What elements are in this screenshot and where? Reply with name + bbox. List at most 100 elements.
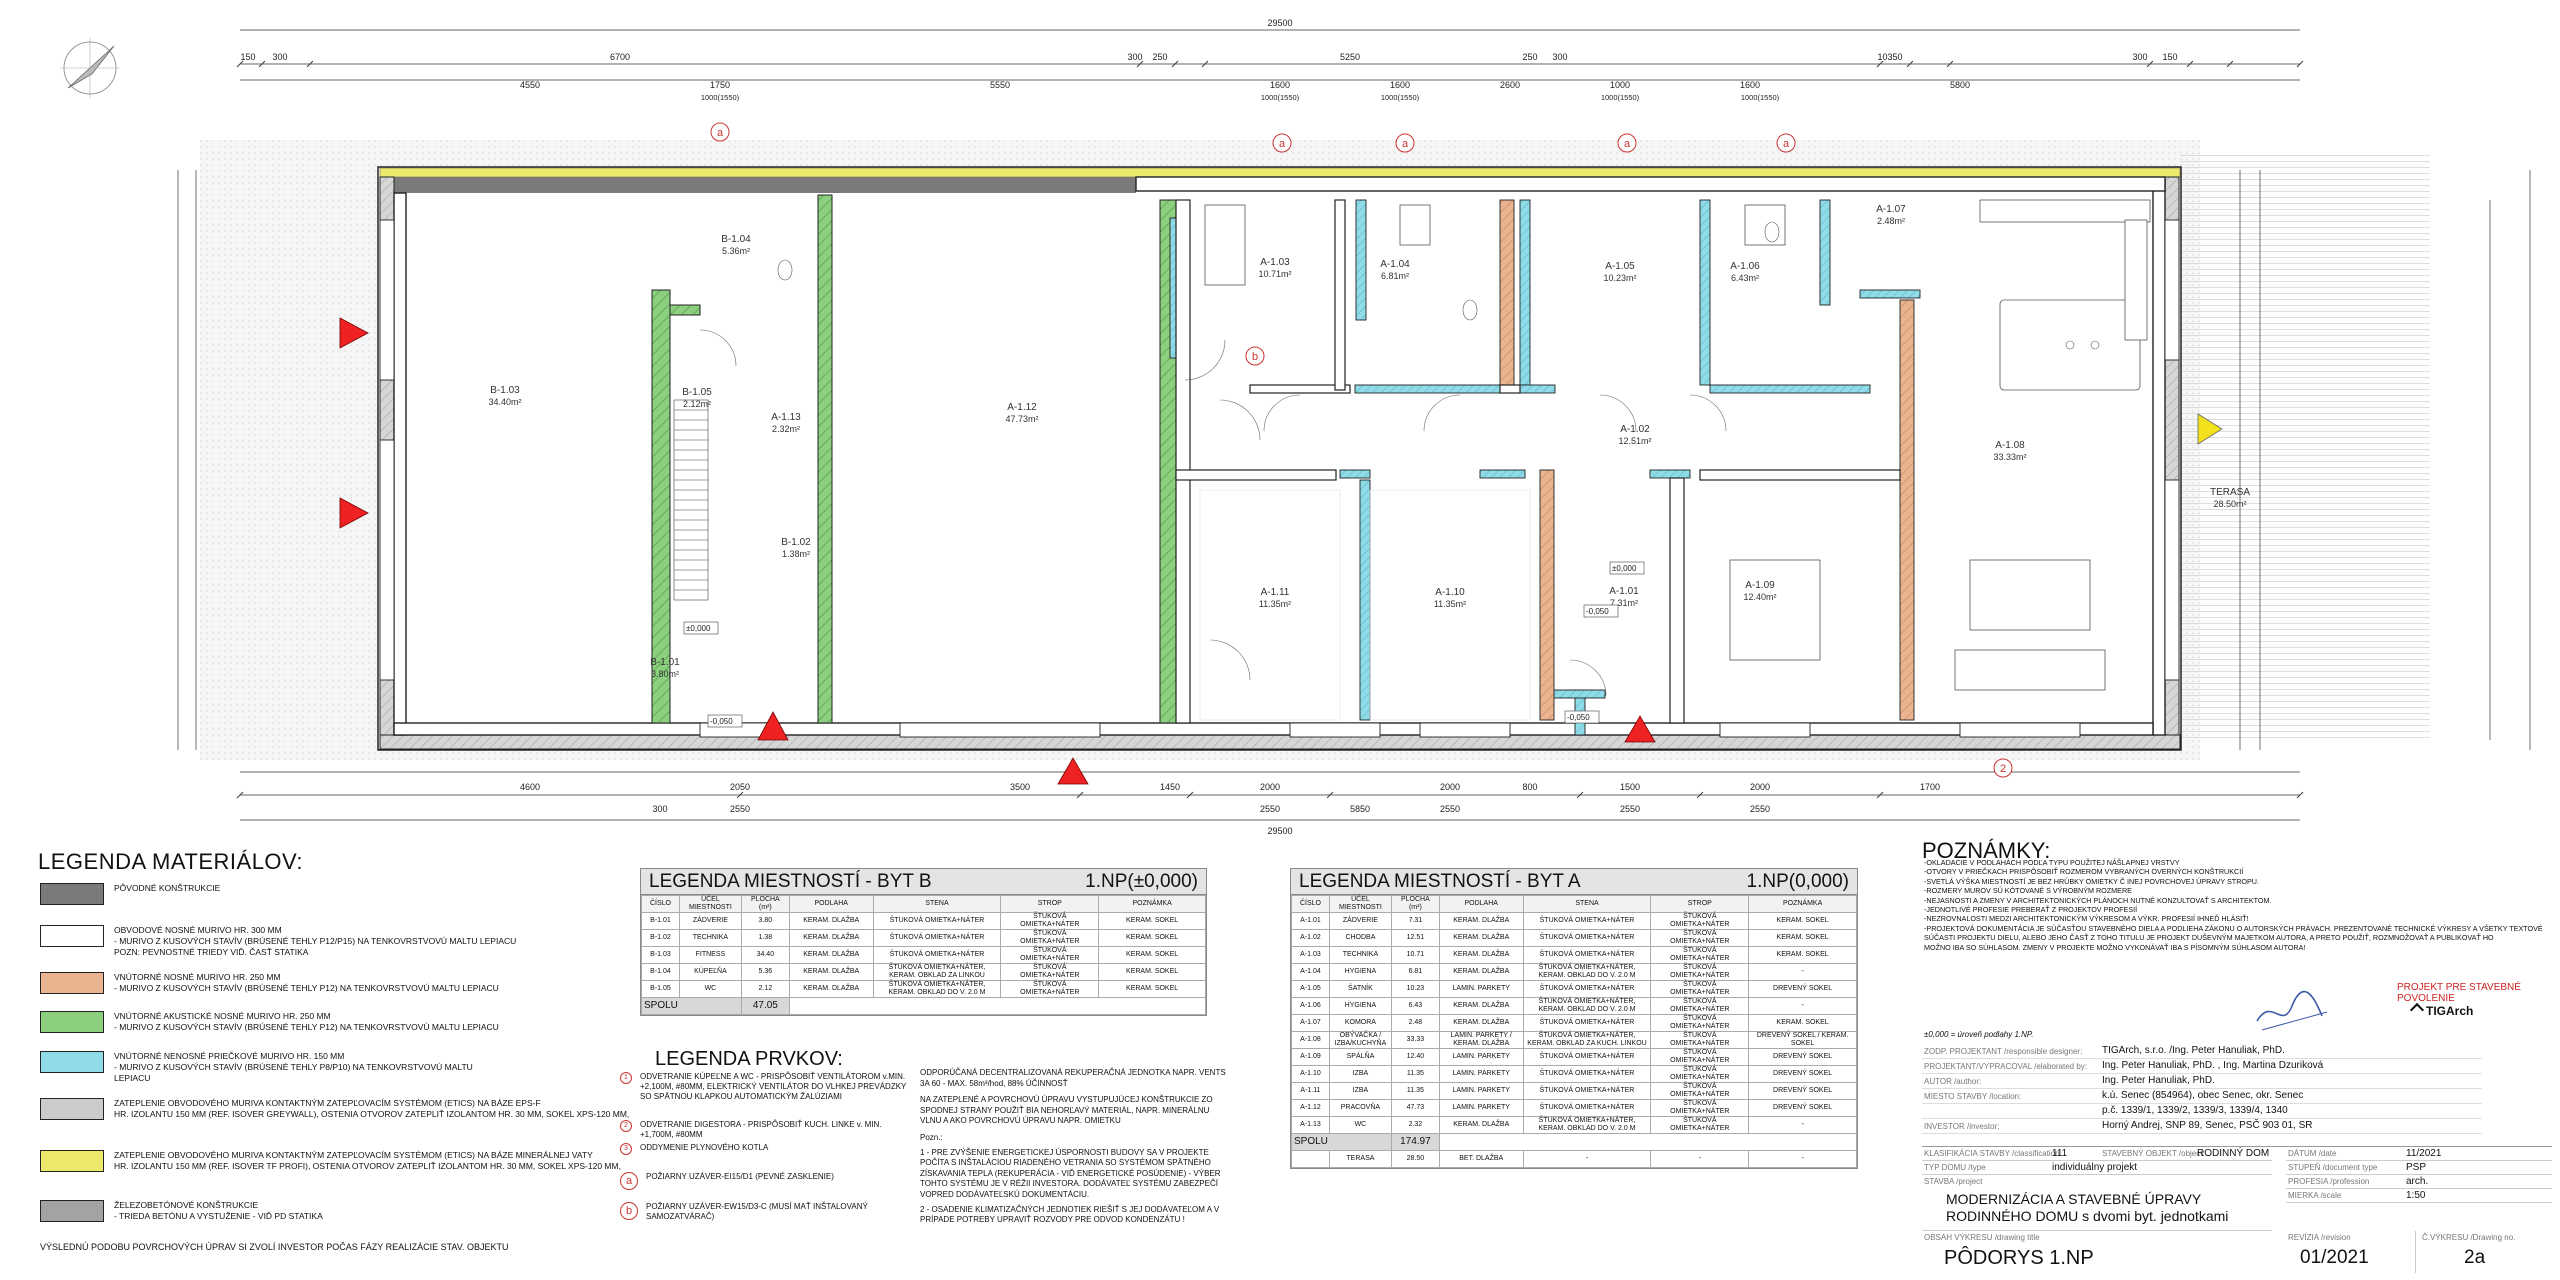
bottom-dimension-secondary: 2550	[1620, 804, 1640, 814]
material-line: VNÚTORNÉ AKUSTICKÉ NOSNÉ MURIVO HR. 250 …	[114, 1011, 331, 1021]
level-label: -0,050	[710, 717, 733, 726]
table-cell: ŠTUKOVÁ OMIETKA+NÁTER, KERAM. OBKLAD DO …	[872, 980, 1002, 998]
element-description: POŽIARNY UZÁVER-EI15/D1 (PEVNÉ ZASKLENIE…	[646, 1172, 834, 1181]
room-code: TERASA	[2210, 487, 2250, 498]
table-cell: ŠTUKOVÁ OMIETKA+NÁTER	[1522, 1099, 1652, 1117]
table-cell: TECHNIKA	[678, 929, 742, 947]
material-line: PÔVODNÉ KONŠTRUKCIE	[114, 883, 221, 893]
room-code: A-1.03	[1260, 257, 1290, 268]
table-header-cell: STROP	[1650, 895, 1750, 913]
element-description: ODDYMENIE PLYNOVÉHO KOTLA	[640, 1143, 769, 1152]
top-dimension-secondary: 1600	[1270, 80, 1290, 90]
element-mark-icon: a	[620, 1172, 638, 1190]
window	[2164, 219, 2180, 361]
table-cell: 5.36	[740, 963, 790, 981]
table-cell: LAMIN. PARKETY / KERAM. DLAŽBA	[1438, 1031, 1524, 1049]
type-value: individuálny projekt	[2052, 1162, 2138, 1173]
table-cell: KERAM. DLAŽBA	[788, 963, 874, 981]
room-area: 3.80m²	[651, 669, 679, 679]
element-mark-icon: 2	[620, 1120, 632, 1132]
room-area: 5.36m²	[722, 246, 750, 256]
table-cell: A-1.06	[1291, 997, 1330, 1015]
material-line: ZATEPLENIE OBVODOVÉHO MURIVA KONTAKTNÝM …	[114, 1098, 541, 1108]
top-dimension-secondary: 4550	[520, 80, 540, 90]
table-cell: 33.33	[1390, 1031, 1440, 1049]
element-legend-item: a POŽIARNY UZÁVER-EI15/D1 (PEVNÉ ZASKLENI…	[620, 1172, 910, 1190]
table-b-title: LEGENDA MIESTNOSTÍ - BYT B	[649, 870, 932, 892]
table-cell: ŠTUKOVÁ OMIETKA+NÁTER	[1522, 929, 1652, 947]
axis-mark-circle-icon	[1617, 133, 1637, 153]
material-swatch	[40, 1011, 104, 1033]
table-cell: LAMIN. PARKETY	[1438, 1065, 1524, 1083]
note-line: MOŽNO IBA SO SÚHLASOM. ZMENY V PROJEKTE …	[1924, 942, 2306, 952]
table-header-cell: ČÍSLO	[641, 895, 680, 913]
table-cell: ŠTUKOVÁ OMIETKA+NÁTER	[1522, 1065, 1652, 1083]
table-cell: 7.31	[1390, 912, 1440, 930]
table-cell: ŠTUKOVÁ OMIETKA+NÁTER	[1522, 1048, 1652, 1066]
material-line: VNÚTORNÉ NENOSNÉ PRIEČKOVÉ MURIVO HR. 15…	[114, 1051, 345, 1061]
title-block-label: ZODP. PROJEKTANT /responsible designer:	[1924, 1047, 2083, 1056]
bottom-dimension: 1700	[1920, 782, 1940, 792]
top-dimension: 150	[240, 52, 255, 62]
sum-value: 174.97	[1390, 1133, 1440, 1151]
title-block-value: k.ú. Senec (854964), obec Senec, okr. Se…	[2102, 1090, 2304, 1101]
top-dimension-secondary: 1600	[1390, 80, 1410, 90]
table-cell: ŠTUKOVÁ OMIETKA+NÁTER	[1650, 1116, 1750, 1134]
material-line: - TRIEDA BETÓNU A VYSTUŽENIE - VIĎ PD ST…	[114, 1211, 323, 1221]
window	[1419, 722, 1511, 738]
table-cell: 28.50	[1390, 1150, 1440, 1168]
bottom-dimension-secondary: 5850	[1350, 804, 1370, 814]
material-description: OBVODOVÉ NOSNÉ MURIVO HR. 300 MM- MURIVO…	[114, 925, 634, 958]
table-cell: HYGIENA	[1328, 963, 1392, 981]
top-dimension-secondary: 2600	[1500, 80, 1520, 90]
project-label: STAVBA /project	[1924, 1177, 1983, 1186]
room-area: 6.43m²	[1731, 273, 1759, 283]
table-cell: -	[1748, 1116, 1857, 1134]
note-line: -OTVORY V PRIEČKACH PRISPÔSOBIŤ ROZMEROM…	[1924, 867, 2244, 877]
table-cell: KERAM. DLAŽBA	[788, 929, 874, 947]
revision-value: 01/2021	[2300, 1247, 2369, 1268]
title-block-row: INVESTOR /investor:Horný Andrej, SNP 89,…	[1922, 1119, 2482, 1134]
level-label-box	[707, 714, 743, 728]
material-description: PÔVODNÉ KONŠTRUKCIE	[114, 883, 634, 894]
level-note: ±0,000 = úroveň podlahy 1.NP.	[1924, 1030, 2034, 1039]
doc-type-value: PSP	[2406, 1162, 2427, 1173]
room-area: 10.71m²	[1258, 269, 1291, 279]
table-cell: KERAM. SOKEL	[1098, 963, 1206, 981]
table-cell: A-1.12	[1291, 1099, 1330, 1117]
title-block-value: Horný Andrej, SNP 89, Senec, PSČ 903 01,…	[2102, 1120, 2313, 1131]
sum-label: SPOLU	[1291, 1133, 1392, 1151]
top-dimension: 300	[2132, 52, 2147, 62]
table-cell: ŠTUKOVÁ OMIETKA+NÁTER, KERAM. OBKLAD ZA …	[872, 963, 1002, 981]
top-dimension: 300	[272, 52, 287, 62]
table-cell: CHODBA	[1328, 929, 1392, 947]
date-label: DÁTUM /date	[2288, 1149, 2337, 1158]
room-code: A-1.02	[1620, 424, 1650, 435]
table-cell: 6.81	[1390, 963, 1440, 981]
table-cell: ŠTUKOVÁ OMIETKA+NÁTER	[1650, 929, 1750, 947]
axis-mark-label: a	[717, 127, 724, 139]
table-cell: IZBA	[1328, 1065, 1392, 1083]
note-line: -NEJASNOSTI A ZMENY V ARCHITEKTONICKÝCH …	[1924, 895, 2272, 905]
title-block-label: PROJEKTANT/VYPRACOVAL /elaborated by:	[1924, 1062, 2088, 1071]
table-cell: A-1.09	[1291, 1048, 1330, 1066]
material-legend-item: ZATEPLENIE OBVODOVÉHO MURIVA KONTAKTNÝM …	[40, 1098, 634, 1120]
table-cell: KERAM. SOKEL	[1098, 946, 1206, 964]
material-description: VNÚTORNÉ NOSNÉ MURIVO HR. 250 MM- MURIVO…	[114, 972, 634, 994]
element-note: 1 - PRE ZVÝŠENIE ENERGETICKEJ ÚSPORNOSTI…	[920, 1147, 1221, 1199]
firm-name: TIGArch	[2426, 1004, 2474, 1018]
bottom-dimension-secondary: 2550	[1440, 804, 1460, 814]
window-tag: 1000(1550)	[1741, 93, 1780, 102]
table-cell: 11.35	[1390, 1082, 1440, 1100]
table-cell: TERASA	[1328, 1150, 1392, 1168]
table-cell: ŠTUKOVÁ OMIETKA+NÁTER	[1650, 1048, 1750, 1066]
firm-logo-icon	[2409, 1002, 2425, 1018]
classification-label: KLASIFIKÁCIA STAVBY /classification:	[1924, 1149, 2062, 1158]
top-dimension-secondary: 1750	[710, 80, 730, 90]
